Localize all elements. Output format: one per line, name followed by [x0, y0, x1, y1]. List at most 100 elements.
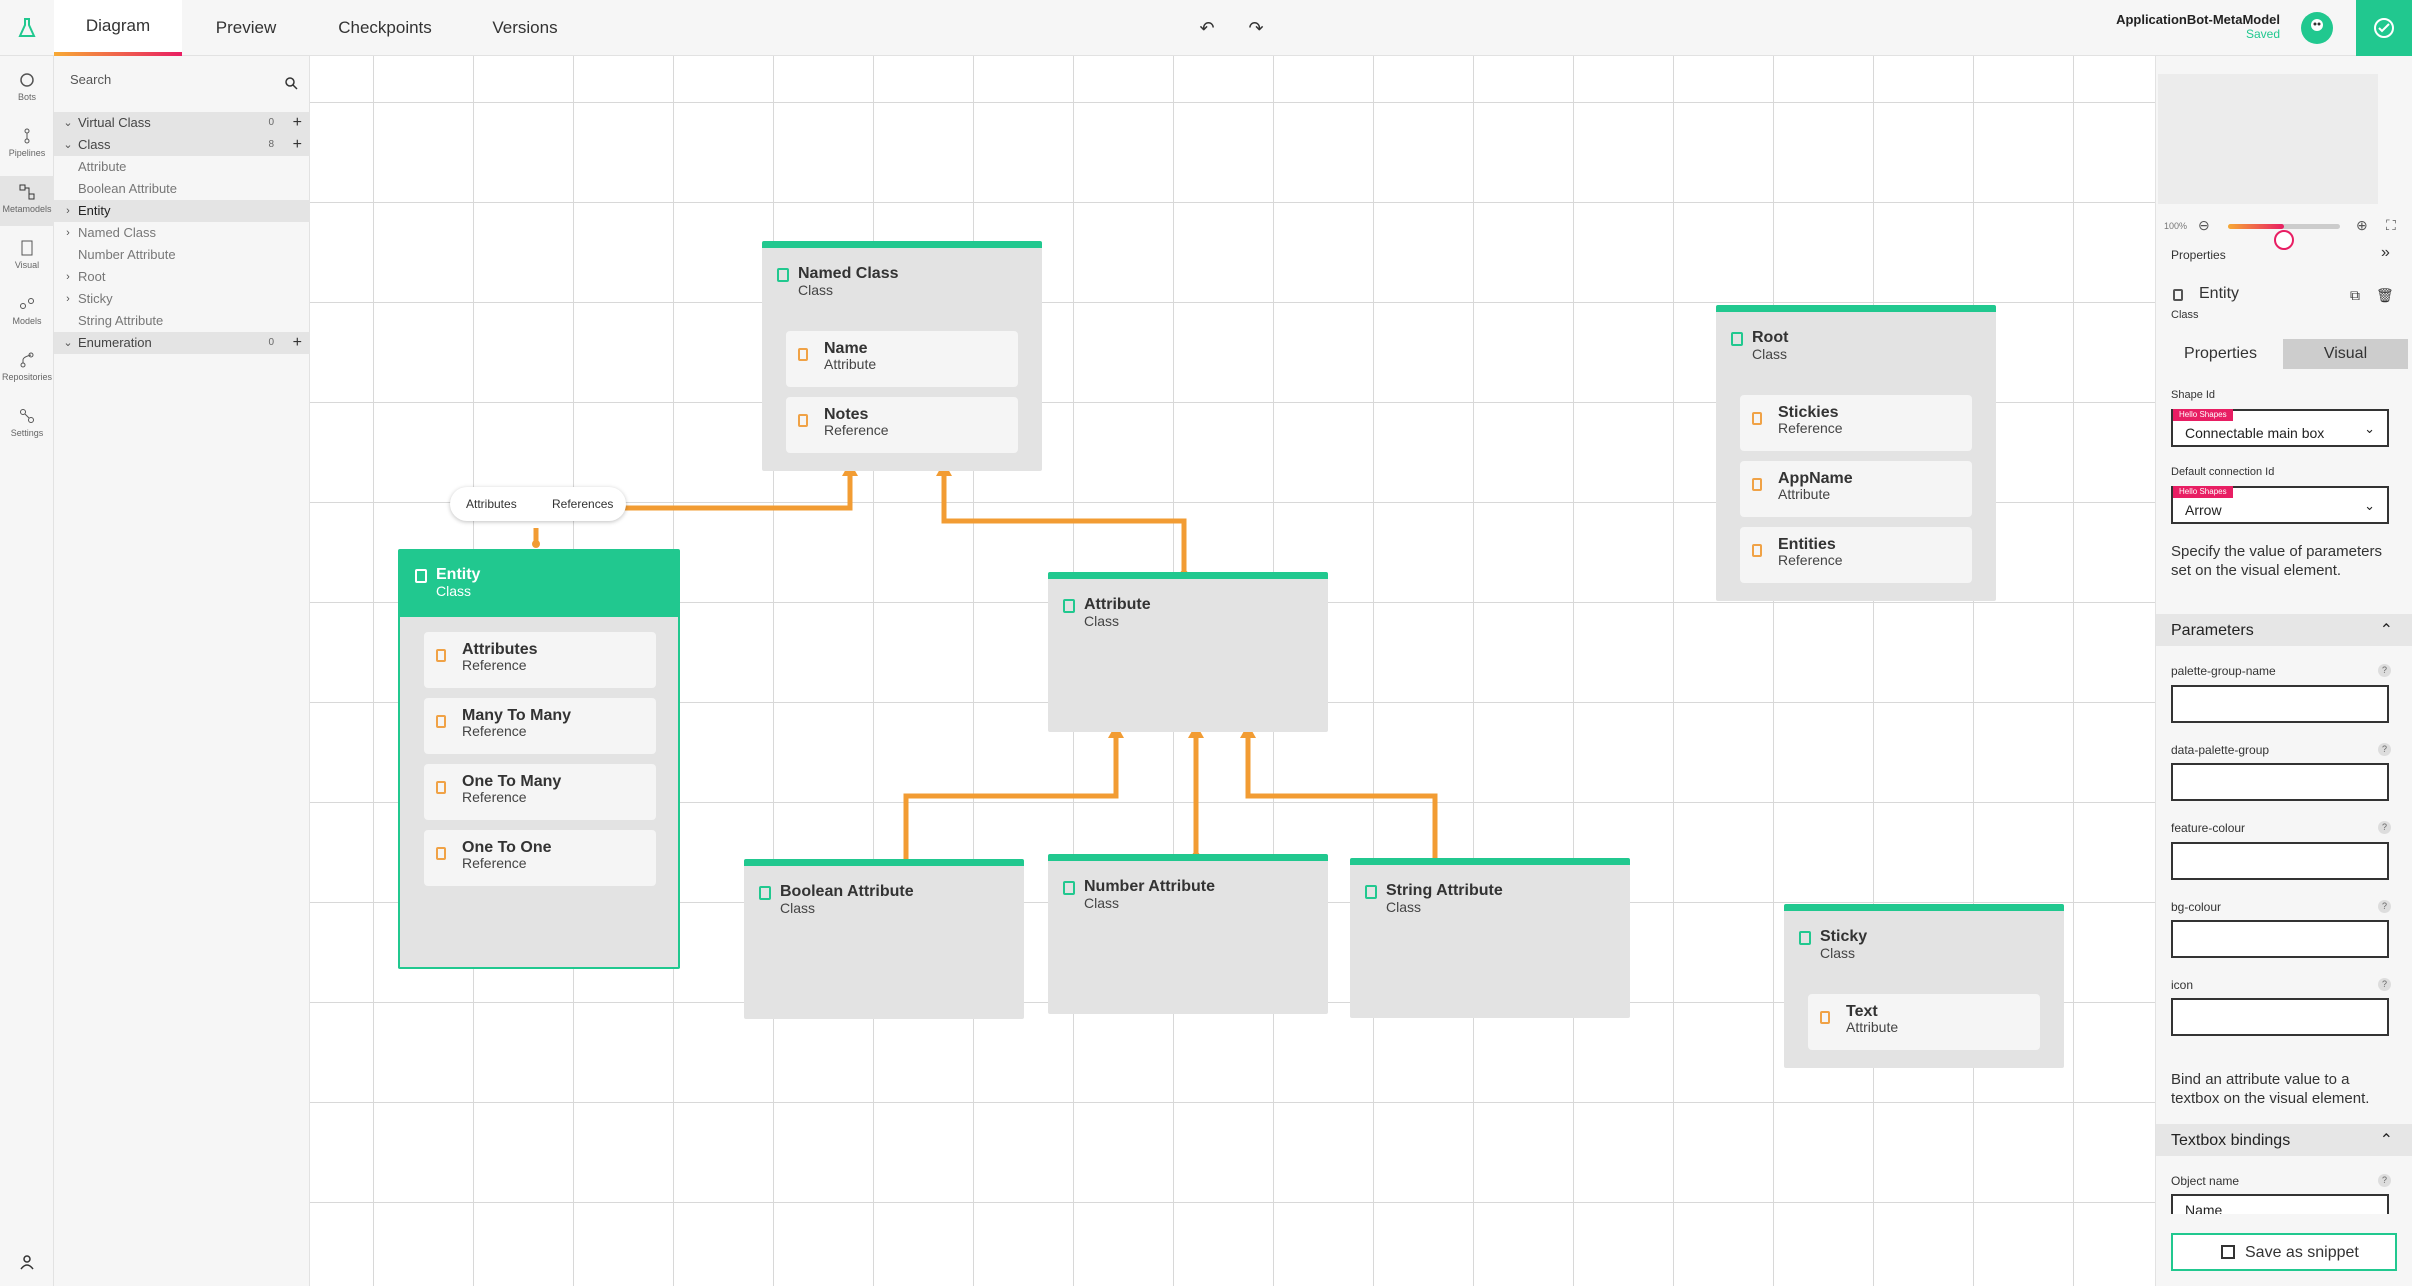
models-icon: [20, 298, 34, 309]
tree-item-number-attribute[interactable]: Number Attribute: [78, 247, 176, 262]
parameters-section-header[interactable]: Parameters ⌃: [2156, 614, 2412, 646]
icon-input[interactable]: [2171, 998, 2389, 1036]
zoom-slider-thumb[interactable]: [2274, 230, 2294, 250]
redo-icon[interactable]: ↷: [1248, 18, 1264, 38]
chevron-down-icon[interactable]: ⌄: [63, 139, 73, 151]
user-icon[interactable]: [0, 1246, 54, 1286]
branch-icon: [20, 352, 34, 368]
node-sticky[interactable]: Sticky Class Text Attribute: [1784, 904, 2064, 1068]
tree-item-sticky[interactable]: › Sticky: [54, 288, 310, 310]
class-icon: [1731, 332, 1743, 346]
feature-type-switcher: Attributes References: [450, 487, 626, 521]
pill-attributes[interactable]: Attributes: [466, 497, 517, 511]
feature-icon: [436, 715, 446, 728]
tab-visual[interactable]: Visual: [2283, 339, 2408, 369]
help-icon[interactable]: ?: [2378, 664, 2391, 677]
check-icon[interactable]: [2356, 0, 2412, 56]
tree-group-virtual-class[interactable]: ⌄ Virtual Class 0 +: [54, 112, 310, 134]
node-number-attribute[interactable]: Number Attribute Class: [1048, 854, 1328, 1014]
feature-notes[interactable]: Notes Reference: [786, 397, 1018, 453]
data-palette-group-input[interactable]: [2171, 763, 2389, 801]
node-attribute[interactable]: Attribute Class: [1048, 572, 1328, 732]
avatar[interactable]: [2301, 12, 2333, 44]
tree-item-root[interactable]: › Root: [54, 266, 310, 288]
flask-logo-icon[interactable]: [0, 0, 54, 56]
tab-properties[interactable]: Properties: [2184, 345, 2257, 362]
rail-settings[interactable]: Settings: [0, 400, 54, 450]
feature-colour-input[interactable]: [2171, 842, 2389, 880]
chevron-right-icon[interactable]: ›: [66, 227, 70, 239]
delete-icon[interactable]: 🗑: [2376, 287, 2394, 303]
help-icon[interactable]: ?: [2378, 900, 2391, 913]
rail-models[interactable]: Models: [0, 288, 54, 338]
connector-string-attribute: [1245, 738, 1438, 862]
help-icon[interactable]: ?: [2378, 978, 2391, 991]
help-icon[interactable]: ?: [2378, 821, 2391, 834]
help-icon[interactable]: ?: [2378, 1174, 2391, 1187]
shape-id-select[interactable]: Hello Shapes Connectable main box ⌄: [2171, 409, 2389, 447]
object-name-label: Object name: [2171, 1174, 2240, 1188]
connection-id-select[interactable]: Hello Shapes Arrow ⌄: [2171, 486, 2389, 524]
textbox-bindings-section-header[interactable]: Textbox bindings ⌃: [2156, 1124, 2412, 1156]
chevron-down-icon[interactable]: ⌄: [63, 117, 73, 129]
tree-item-named-class[interactable]: › Named Class: [54, 222, 310, 244]
duplicate-icon[interactable]: ⧉: [2350, 287, 2360, 303]
collapse-panel-icon[interactable]: »: [2381, 244, 2390, 261]
metamodel-tree: Search ⌄ Virtual Class 0 + ⌄ Class 8 + A…: [54, 56, 310, 1286]
chevron-right-icon[interactable]: ›: [66, 205, 70, 217]
minimap[interactable]: [2158, 74, 2378, 204]
rail-visual[interactable]: Visual: [0, 232, 54, 282]
tab-versions[interactable]: Versions: [492, 18, 558, 37]
tab-diagram[interactable]: Diagram: [54, 0, 182, 56]
tree-item-string-attribute[interactable]: String Attribute: [78, 313, 164, 328]
tab-checkpoints[interactable]: Checkpoints: [338, 18, 432, 37]
node-root[interactable]: Root Class Stickies Reference AppName At…: [1716, 305, 1996, 601]
feature-name[interactable]: Name Attribute: [786, 331, 1018, 387]
rail-pipelines[interactable]: Pipelines: [0, 120, 54, 170]
feature-appname[interactable]: AppName Attribute: [1740, 461, 1972, 517]
node-string-attribute[interactable]: String Attribute Class: [1350, 858, 1630, 1018]
tree-item-attribute[interactable]: Attribute: [78, 159, 127, 174]
undo-icon[interactable]: ↶: [1199, 18, 1215, 38]
diagram-canvas[interactable]: Named Class Class Name Attribute Notes R…: [310, 56, 2155, 1286]
feature-text[interactable]: Text Attribute: [1808, 994, 2040, 1050]
node-named-class[interactable]: Named Class Class Name Attribute Notes R…: [762, 241, 1042, 471]
add-icon[interactable]: +: [292, 334, 302, 351]
tree-group-enumeration[interactable]: ⌄ Enumeration 0 +: [54, 332, 310, 354]
shape-id-label: Shape Id: [2171, 389, 2216, 401]
tree-item-boolean-attribute[interactable]: Boolean Attribute: [78, 181, 178, 196]
node-entity[interactable]: Entity Class Attributes Reference Many T…: [398, 549, 680, 969]
chevron-up-icon: ⌃: [2379, 1132, 2393, 1149]
bg-colour-input[interactable]: [2171, 920, 2389, 958]
zoom-slider[interactable]: [2228, 224, 2340, 250]
feature-many-to-many[interactable]: Many To Many Reference: [424, 698, 656, 754]
tree-item-entity[interactable]: › Entity: [54, 200, 310, 222]
object-name-select[interactable]: Name: [2171, 1194, 2389, 1214]
rail-bots[interactable]: Bots: [0, 64, 54, 114]
feature-one-to-one[interactable]: One To One Reference: [424, 830, 656, 886]
feature-entities[interactable]: Entities Reference: [1740, 527, 1972, 583]
feature-stickies[interactable]: Stickies Reference: [1740, 395, 1972, 451]
add-icon[interactable]: +: [292, 136, 302, 153]
tab-preview[interactable]: Preview: [215, 18, 277, 37]
feature-attributes[interactable]: Attributes Reference: [424, 632, 656, 688]
rail-repositories[interactable]: Repositories: [0, 344, 54, 394]
search-icon[interactable]: [284, 76, 298, 90]
chevron-right-icon[interactable]: ›: [66, 293, 70, 305]
zoom-out-icon[interactable]: ⊖: [2198, 217, 2210, 233]
param-label: icon: [2171, 978, 2194, 992]
pill-references[interactable]: References: [552, 497, 614, 511]
add-icon[interactable]: +: [292, 114, 302, 131]
help-icon[interactable]: ?: [2378, 743, 2391, 756]
feature-one-to-many[interactable]: One To Many Reference: [424, 764, 656, 820]
palette-group-name-input[interactable]: [2171, 685, 2389, 723]
zoom-in-icon[interactable]: ⊕: [2356, 217, 2368, 233]
chevron-down-icon[interactable]: ⌄: [63, 337, 73, 349]
tree-group-class[interactable]: ⌄ Class 8 +: [54, 134, 310, 156]
rail-metamodels[interactable]: Metamodels: [0, 176, 54, 226]
node-boolean-attribute[interactable]: Boolean Attribute Class: [744, 859, 1024, 1019]
save-as-snippet-button[interactable]: Save as snippet: [2171, 1233, 2397, 1271]
search-input[interactable]: Search: [70, 72, 112, 87]
chevron-right-icon[interactable]: ›: [66, 271, 70, 283]
fullscreen-icon[interactable]: ⛶: [2386, 217, 2396, 233]
